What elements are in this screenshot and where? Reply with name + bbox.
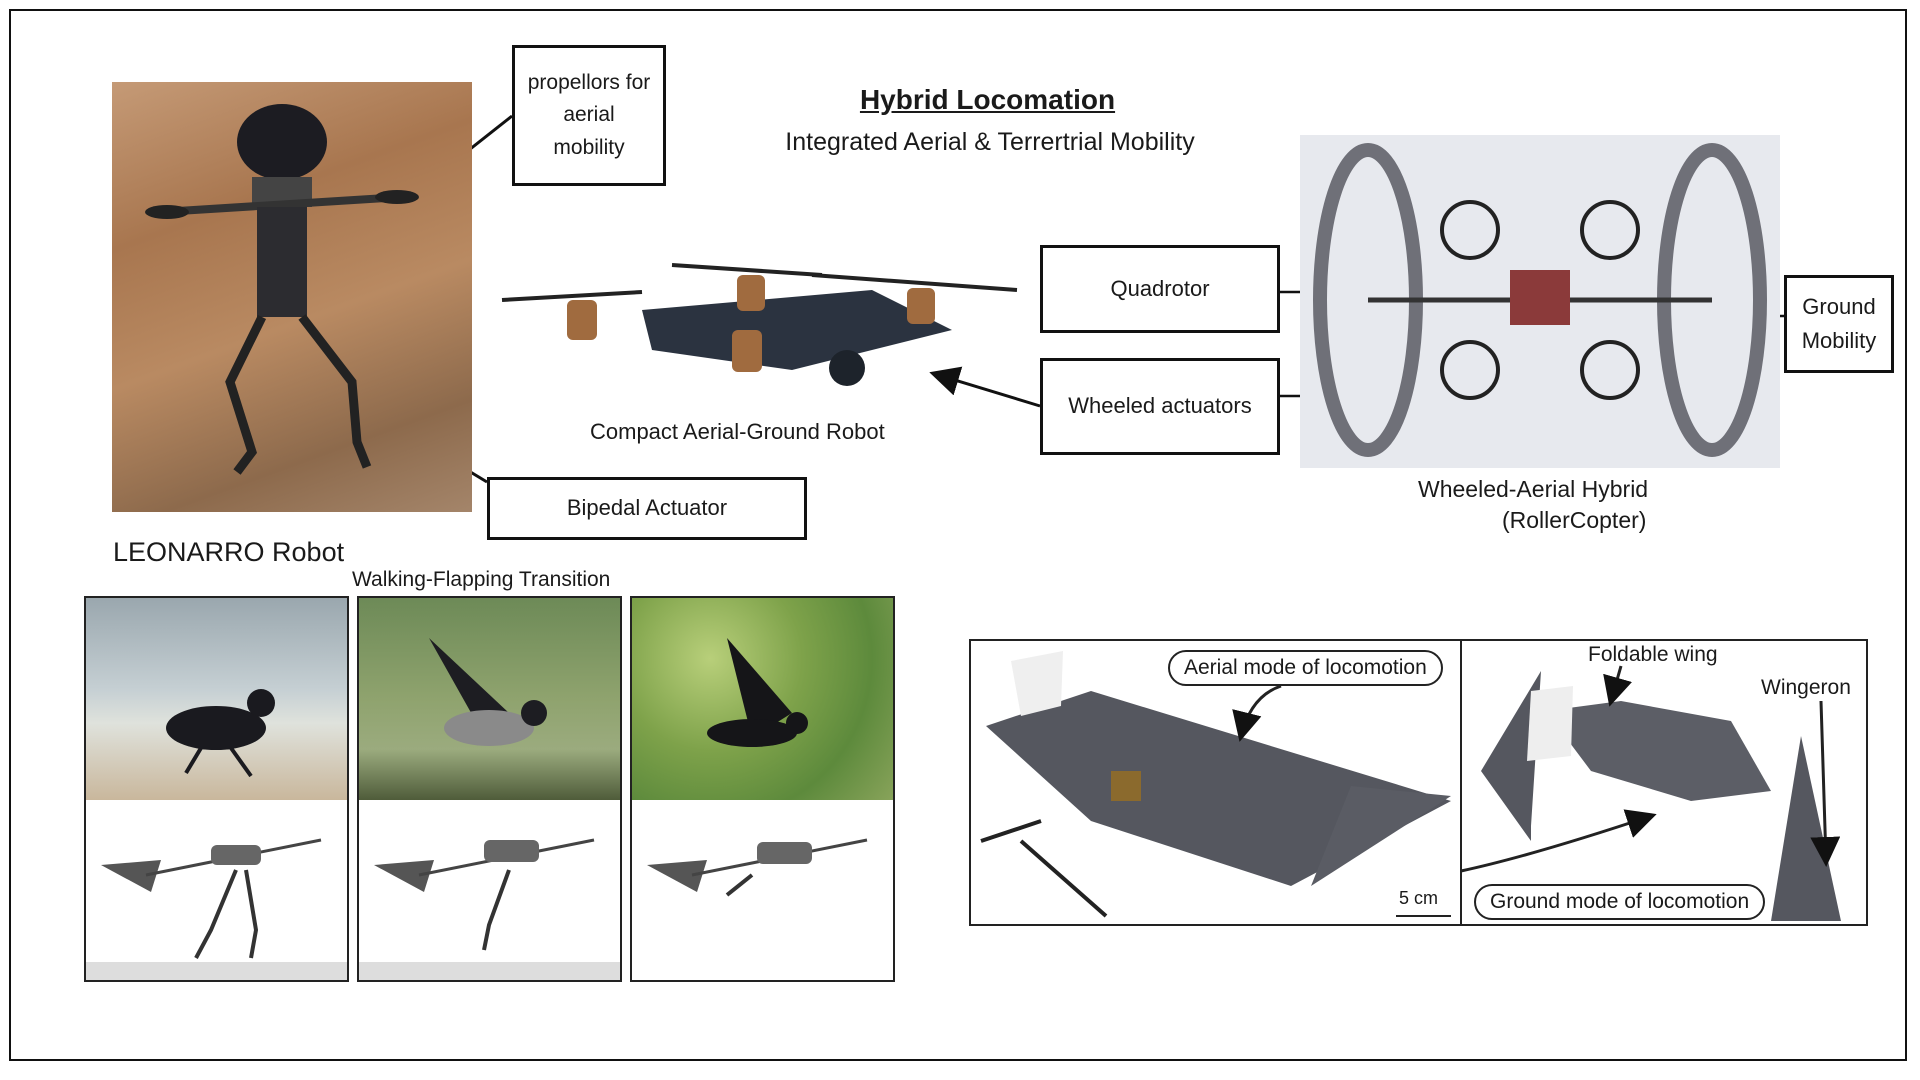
rollercopter-photo	[1300, 135, 1780, 468]
quadrotor-box: Quadrotor	[1040, 245, 1280, 333]
propellers-label-line-1: propellors for	[527, 70, 651, 94]
wheeled-to-drone-arrow	[929, 366, 1041, 408]
foldable-wing-panel: Aerial mode of locomotion Foldable wing …	[969, 639, 1868, 926]
foldable-wing-label: Foldable wing	[1588, 643, 1718, 666]
figure-subtitle: Integrated Aerial & Terrertrial Mobility	[785, 128, 1195, 156]
bipedal-actuator-box: Bipedal Actuator	[487, 477, 807, 540]
ground-mobility-label-line-1: Ground	[1802, 293, 1876, 319]
leonarro-caption: LEONARRO Robot	[113, 537, 345, 567]
aerial-mode-pill: Aerial mode of locomotion	[1168, 650, 1443, 686]
quadrotor-label: Quadrotor	[1110, 275, 1210, 301]
propellers-label-line-3: mobility	[553, 135, 625, 159]
foldable-wing-illustration	[980, 641, 1841, 924]
crow-walking-illustration	[166, 689, 275, 778]
robot-bird-flying-illustration	[647, 838, 868, 897]
bird-panel-walking	[84, 596, 349, 982]
wheeled-actuators-box: Wheeled actuators	[1040, 358, 1280, 455]
robot-bird-walking-illustration	[86, 838, 347, 980]
crow-walking-photo	[86, 598, 347, 800]
leonarro-photo	[112, 82, 472, 512]
rollercopter-caption-line-2: (RollerCopter)	[1502, 507, 1647, 533]
figure-title: Hybrid Locomation	[859, 84, 1116, 115]
rollercopter-caption-line-1: Wheeled-Aerial Hybrid	[1418, 476, 1649, 502]
bird-panel-takeoff	[357, 596, 622, 982]
leonarro-robot-illustration	[145, 104, 419, 475]
crow-takeoff-photo	[359, 598, 620, 800]
drone-illustration	[501, 263, 1018, 386]
bird-panel-flying	[630, 596, 895, 982]
crow-flying-photo	[632, 598, 893, 800]
propellers-label-line-2: aerial	[563, 103, 615, 127]
wingeron-label: Wingeron	[1761, 676, 1851, 699]
wheeled-actuators-label: Wheeled actuators	[1068, 393, 1252, 419]
robot-bird-takeoff-illustration	[359, 838, 620, 980]
bipedal-actuator-label: Bipedal Actuator	[566, 495, 728, 521]
propellers-label-box: propellors for aerial mobility	[512, 45, 666, 186]
ground-mobility-box: Ground Mobility	[1784, 275, 1894, 373]
rollercopter-illustration	[1313, 143, 1767, 457]
bird-caption: Walking-Flapping Transition	[352, 568, 611, 591]
drone-caption: Compact Aerial-Ground Robot	[590, 419, 885, 444]
drone-photo	[492, 250, 1022, 400]
crow-takeoff-illustration	[429, 638, 547, 746]
scale-bar-label: 5 cm	[1399, 888, 1439, 908]
ground-mode-pill: Ground mode of locomotion	[1474, 884, 1766, 920]
figure-frame	[9, 9, 1907, 1061]
ground-mobility-label-line-2: Mobility	[1801, 328, 1877, 353]
crow-flying-illustration	[707, 638, 808, 747]
